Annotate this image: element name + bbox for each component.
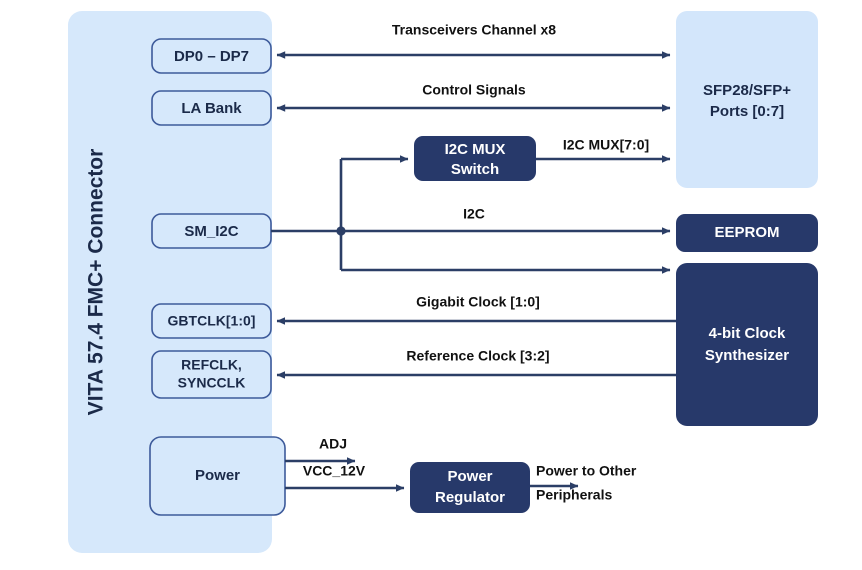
port-dp-label: DP0 – DP7: [174, 48, 249, 65]
port-gbtclk[interactable]: GBTCLK[1:0]: [151, 303, 272, 339]
signal-transceivers: Transceivers Channel x8: [276, 22, 671, 59]
signal-adj: ADJ: [285, 436, 356, 465]
signal-power-out-label-line2: Peripherals: [536, 487, 612, 503]
signal-power-out-label-line1: Power to Other: [536, 463, 637, 479]
block-i2c-mux-switch-box[interactable]: [414, 136, 536, 181]
block-sfp-ports-label-line1: SFP28/SFP+: [703, 82, 791, 99]
port-sm-i2c[interactable]: SM_I2C: [151, 213, 272, 249]
signal-control-label: Control Signals: [422, 82, 526, 98]
signal-reference-clock-label: Reference Clock [3:2]: [406, 348, 549, 364]
signal-sm-i2c-bus: I2C: [271, 155, 671, 274]
port-power-box[interactable]: [149, 436, 286, 516]
sm-i2c-junction-dot: [336, 226, 346, 236]
block-clock-synthesizer-label-line2: Synthesizer: [705, 347, 789, 364]
block-i2c-mux-switch-label-line1: I2C MUX: [445, 141, 506, 158]
block-power-regulator-label-line2: Regulator: [435, 489, 505, 506]
port-la-bank[interactable]: LA Bank: [151, 90, 272, 126]
signal-gigabit-clock: Gigabit Clock [1:0]: [276, 294, 676, 325]
block-power-regulator-box[interactable]: [410, 462, 530, 513]
port-dp[interactable]: DP0 – DP7: [151, 38, 272, 74]
connector-panel: VITA 57.4 FMC+ Connector: [68, 11, 272, 553]
block-power-regulator[interactable]: Power Regulator: [410, 462, 530, 513]
signal-reference-clock: Reference Clock [3:2]: [276, 348, 676, 379]
port-sm-i2c-label: SM_I2C: [184, 223, 238, 240]
signal-vcc-12v-label: VCC_12V: [303, 463, 366, 479]
port-gbtclk-box[interactable]: [151, 303, 272, 339]
block-eeprom-box[interactable]: [676, 214, 818, 252]
signal-transceivers-label: Transceivers Channel x8: [392, 22, 556, 38]
block-eeprom[interactable]: EEPROM: [676, 214, 818, 252]
port-refclk-label-line1: REFCLK,: [181, 357, 242, 373]
port-gbtclk-label: GBTCLK[1:0]: [168, 313, 256, 329]
block-eeprom-label: EEPROM: [714, 224, 779, 241]
port-dp-box[interactable]: [151, 38, 272, 74]
port-la-bank-label: LA Bank: [181, 100, 242, 117]
block-i2c-mux-switch-label-line2: Switch: [451, 161, 499, 178]
port-power[interactable]: Power: [149, 436, 286, 516]
block-sfp-ports[interactable]: SFP28/SFP+ Ports [0:7]: [676, 11, 818, 188]
signal-i2c-label: I2C: [463, 206, 485, 222]
connector-panel-label: VITA 57.4 FMC+ Connector: [85, 149, 108, 416]
port-la-bank-box[interactable]: [151, 90, 272, 126]
signal-i2c-mux-bus-label: I2C MUX[7:0]: [563, 137, 649, 153]
signal-power-out: Power to Other Peripherals: [530, 463, 637, 503]
signal-gigabit-clock-label: Gigabit Clock [1:0]: [416, 294, 540, 310]
connector-panel-background: [68, 11, 272, 553]
port-power-label: Power: [195, 467, 240, 484]
signal-i2c-mux-bus: I2C MUX[7:0]: [536, 137, 671, 163]
block-sfp-ports-label-line2: Ports [0:7]: [710, 103, 784, 120]
block-power-regulator-label-line1: Power: [447, 468, 492, 485]
port-refclk-label-line2: SYNCCLK: [178, 375, 246, 391]
port-refclk-syncclk-box[interactable]: [151, 350, 272, 399]
signal-vcc-12v: VCC_12V: [285, 463, 405, 492]
signal-adj-label: ADJ: [319, 436, 347, 452]
block-clock-synthesizer-box[interactable]: [676, 263, 818, 426]
signal-control: Control Signals: [276, 82, 671, 112]
block-clock-synthesizer-label-line1: 4-bit Clock: [709, 325, 786, 342]
port-refclk-syncclk[interactable]: REFCLK, SYNCCLK: [151, 350, 272, 399]
block-clock-synthesizer[interactable]: 4-bit Clock Synthesizer: [676, 263, 818, 426]
block-sfp-ports-box[interactable]: [676, 11, 818, 188]
block-i2c-mux-switch[interactable]: I2C MUX Switch: [414, 136, 536, 181]
